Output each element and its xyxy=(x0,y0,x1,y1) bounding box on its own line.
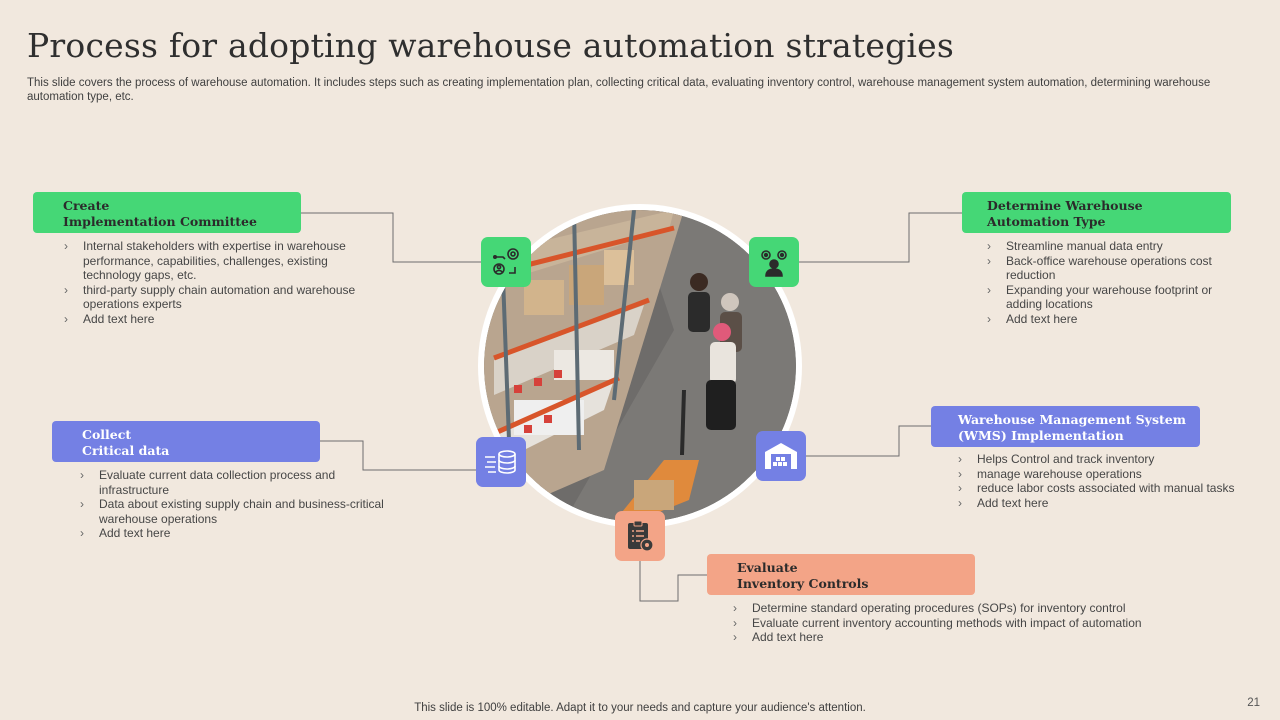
list-item: Evaluate current data collection process… xyxy=(80,468,400,497)
step-evaluate-bullets: Determine standard operating procedures … xyxy=(733,601,1173,645)
connector-wms xyxy=(806,425,931,457)
step-create-heading: Create Implementation Committee xyxy=(33,192,301,233)
person-gears-icon xyxy=(761,250,787,277)
step-determine-heading-line1: Determine Warehouse xyxy=(987,198,1143,213)
step-wms-heading-line1: Warehouse Management System xyxy=(958,412,1186,427)
collect-data-icon-tile xyxy=(476,437,526,487)
connector-collect xyxy=(320,440,476,471)
page-number: 21 xyxy=(1247,697,1260,709)
list-item: manage warehouse operations xyxy=(958,467,1258,482)
wms-implementation-icon-tile xyxy=(756,431,806,481)
create-committee-icon-tile xyxy=(481,237,531,287)
list-item: Evaluate current inventory accounting me… xyxy=(733,616,1173,631)
step-collect-heading-line2: Critical data xyxy=(82,443,170,458)
people-gear-network-icon xyxy=(493,248,519,275)
clipboard-gear-icon xyxy=(628,520,654,552)
step-evaluate-heading: Evaluate Inventory Controls xyxy=(707,554,975,595)
list-item: Back-office warehouse operations cost re… xyxy=(987,254,1217,283)
list-item: Add text here xyxy=(987,312,1217,327)
list-item: third-party supply chain automation and … xyxy=(64,283,364,312)
step-determine-bullets: Streamline manual data entry Back-office… xyxy=(987,239,1217,326)
step-create-bullets: Internal stakeholders with expertise in … xyxy=(64,239,364,326)
connector-determine xyxy=(799,212,962,263)
list-item: Internal stakeholders with expertise in … xyxy=(64,239,364,283)
warehouse-icon xyxy=(765,443,797,469)
list-item: Data about existing supply chain and bus… xyxy=(80,497,400,526)
step-create-heading-line1: Create xyxy=(63,198,110,213)
determine-type-icon-tile xyxy=(749,237,799,287)
step-collect-bullets: Evaluate current data collection process… xyxy=(80,468,400,541)
step-wms-heading: Warehouse Management System (WMS) Implem… xyxy=(931,406,1200,447)
list-item: Add text here xyxy=(958,496,1258,511)
list-item: Add text here xyxy=(80,526,400,541)
step-determine-heading-line2: Automation Type xyxy=(987,214,1106,229)
step-wms-heading-line2: (WMS) Implementation xyxy=(958,428,1124,443)
step-wms-bullets: Helps Control and track inventory manage… xyxy=(958,452,1258,510)
list-item: Add text here xyxy=(64,312,364,327)
step-create-heading-line2: Implementation Committee xyxy=(63,214,257,229)
step-evaluate-heading-line2: Inventory Controls xyxy=(737,576,869,591)
footer-note: This slide is 100% editable. Adapt it to… xyxy=(414,702,866,714)
list-item: Helps Control and track inventory xyxy=(958,452,1258,467)
list-item: Streamline manual data entry xyxy=(987,239,1217,254)
list-item: Expanding your warehouse footprint or ad… xyxy=(987,283,1217,312)
connector-create xyxy=(301,212,481,263)
list-item: Determine standard operating procedures … xyxy=(733,601,1173,616)
slide-title: Process for adopting warehouse automatio… xyxy=(27,26,955,65)
slide-subtitle: This slide covers the process of warehou… xyxy=(27,77,1211,103)
connector-evaluate xyxy=(639,561,707,602)
database-stream-icon xyxy=(485,450,516,474)
list-item: Add text here xyxy=(733,630,1173,645)
step-collect-heading-line1: Collect xyxy=(82,427,132,442)
step-collect-heading: Collect Critical data xyxy=(52,421,320,462)
list-item: reduce labor costs associated with manua… xyxy=(958,481,1258,496)
step-evaluate-heading-line1: Evaluate xyxy=(737,560,798,575)
evaluate-inventory-icon-tile xyxy=(615,511,665,561)
step-determine-heading: Determine Warehouse Automation Type xyxy=(962,192,1231,233)
